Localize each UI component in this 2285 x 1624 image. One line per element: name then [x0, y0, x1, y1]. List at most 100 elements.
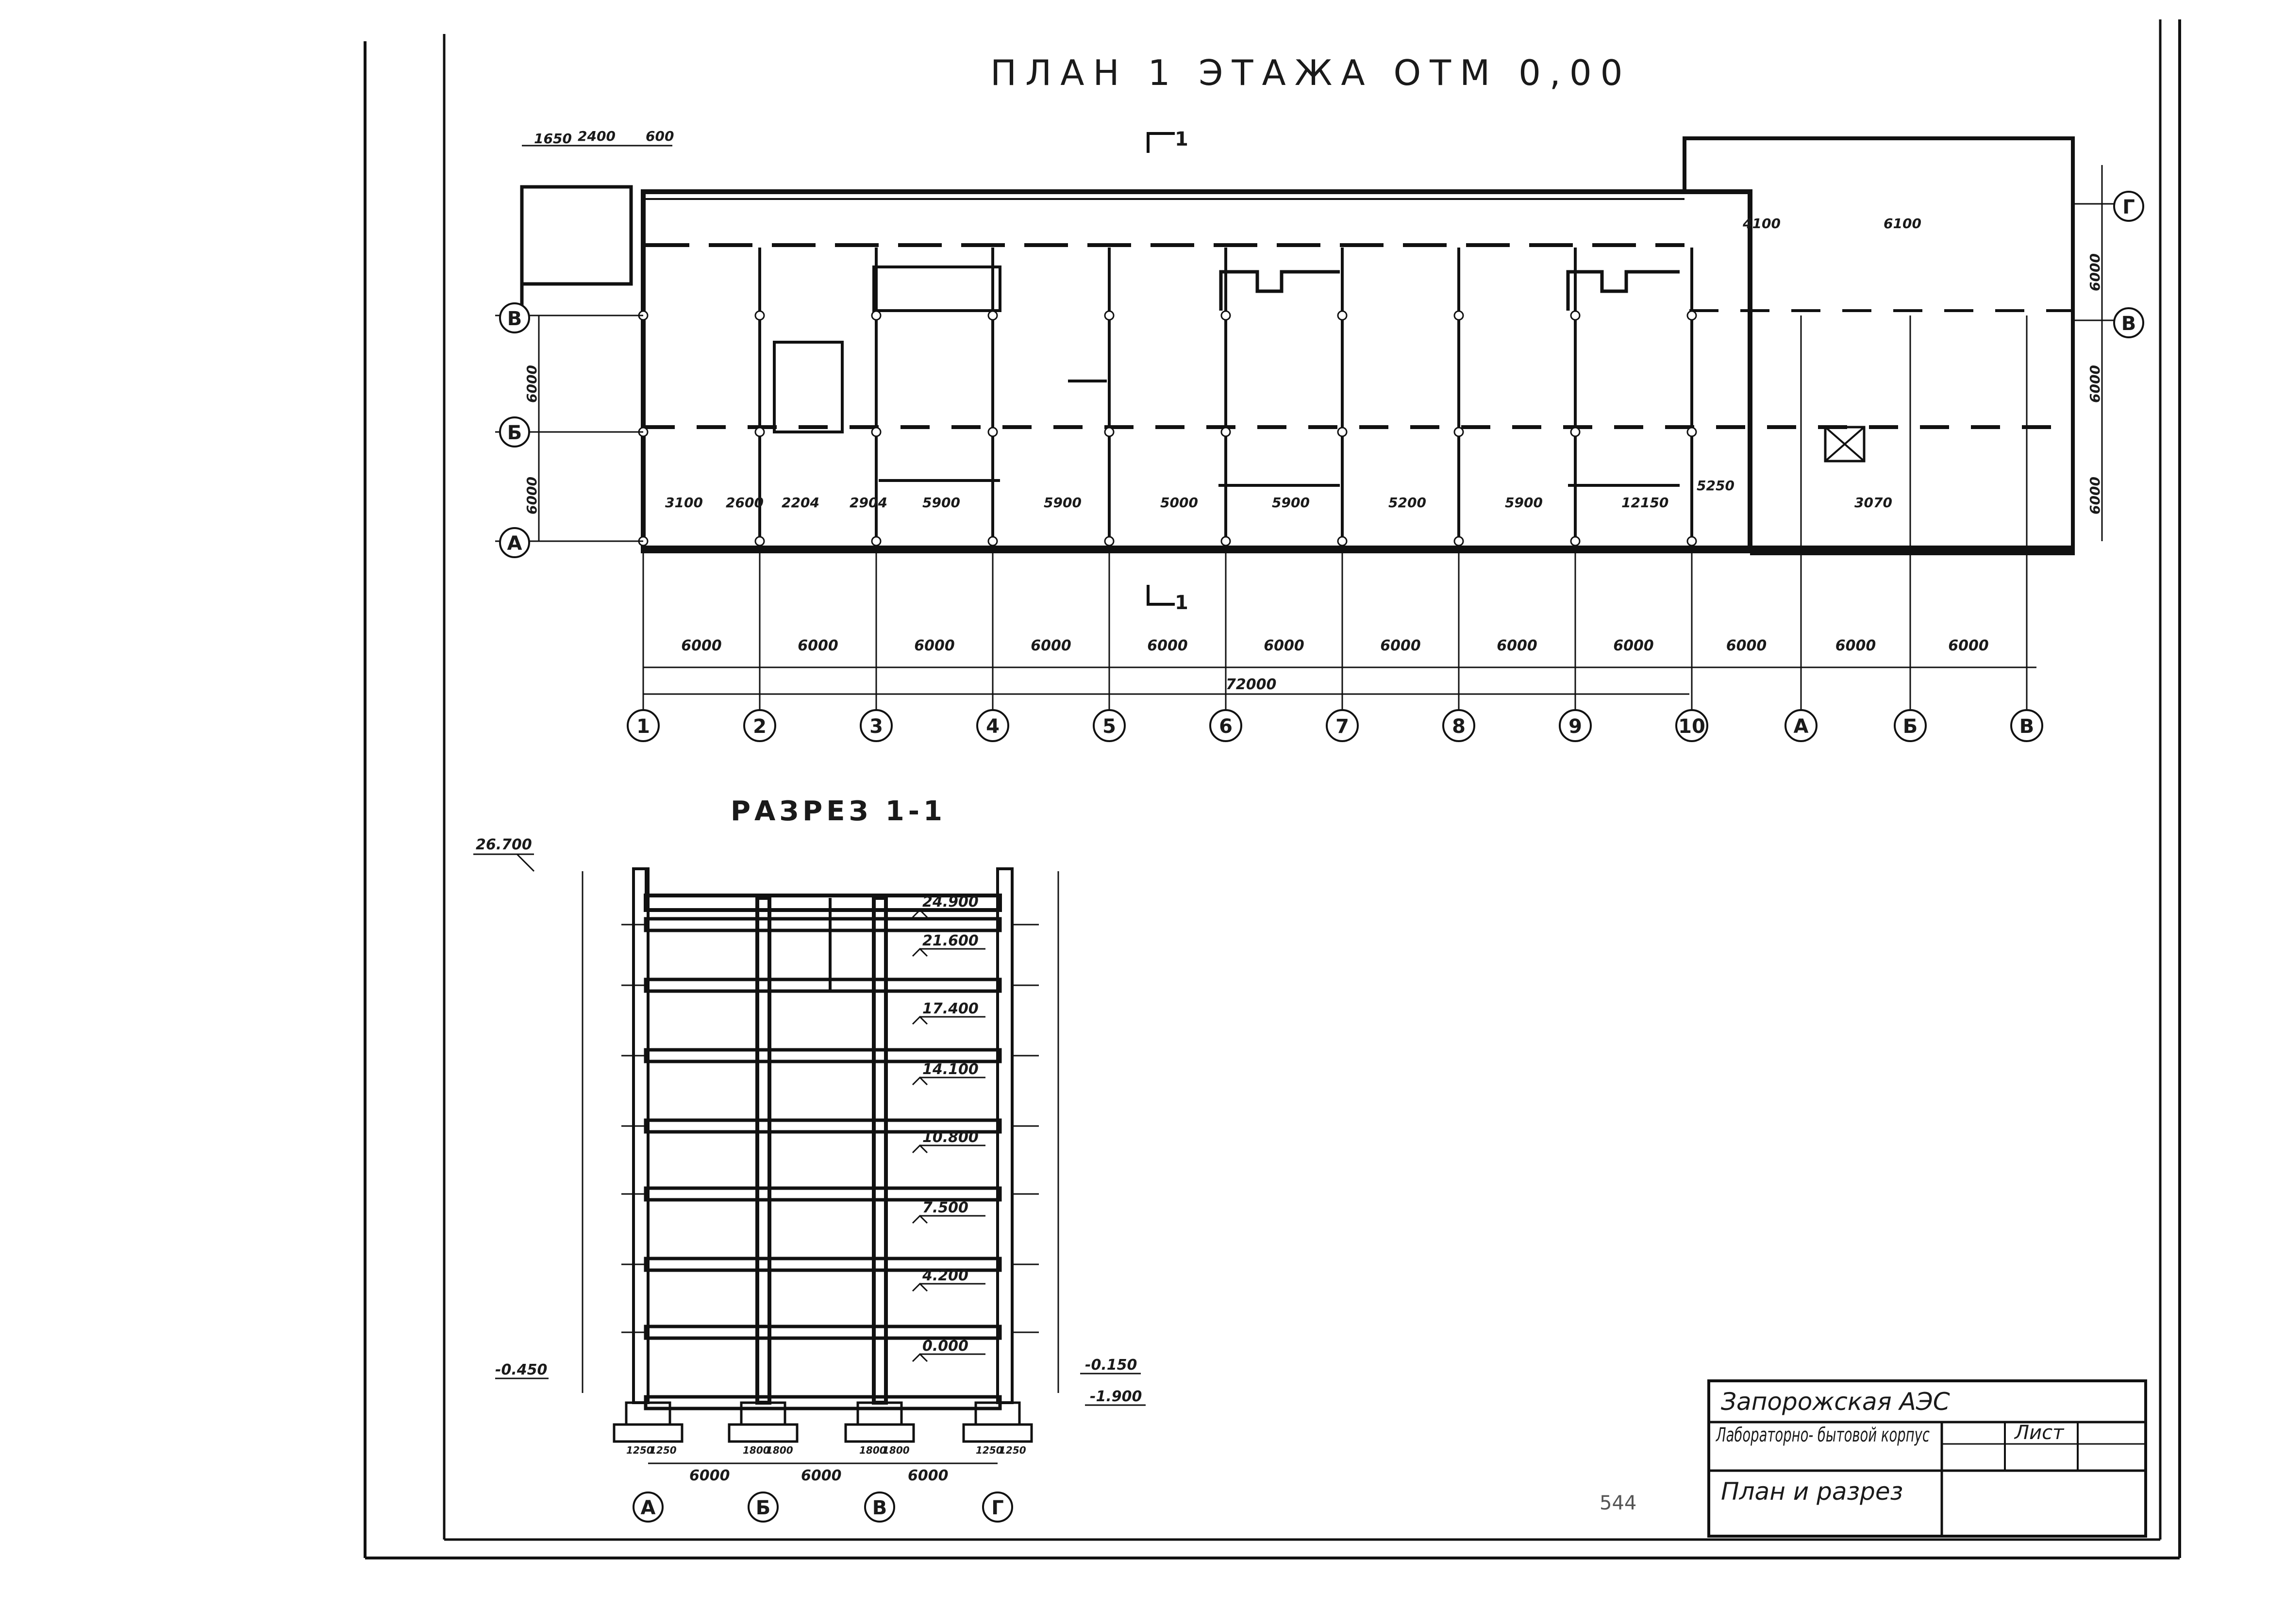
level-label-4: 14.100: [922, 1061, 979, 1078]
span-label-4: 6000: [1031, 637, 1071, 654]
foundation-dim-8: 1250: [999, 1444, 1026, 1456]
column-node: [1104, 310, 1115, 321]
row-axis-v-right: В: [2121, 313, 2136, 335]
column-node: [987, 427, 998, 437]
column-node: [1337, 427, 1348, 437]
span-label-5: 6000: [1147, 637, 1188, 654]
column-node: [754, 536, 765, 547]
axis-bubble-9: [1559, 709, 1592, 742]
axis-label-2: 2: [753, 715, 767, 738]
section-cut-mark: 1 1: [1147, 128, 1188, 614]
section-span-3: 6000: [908, 1467, 949, 1484]
title-block-building: Лабораторно- бытовой корпус: [1716, 1424, 1930, 1446]
section-elevations: 26.700 -0.450 -0.150 -1.900: [473, 836, 1146, 1406]
column-node: [1104, 427, 1115, 437]
column-node: [871, 310, 882, 321]
row-axis-a-left: А: [507, 532, 522, 555]
top-dim-3: 600: [646, 128, 674, 144]
room-dim-14: 4100: [1742, 215, 1781, 232]
axis-bubble-7: [1326, 709, 1359, 742]
foundation-dim-7: 1250: [976, 1444, 1003, 1456]
span-label-9: 6000: [1613, 637, 1654, 654]
level-arrow-5: [912, 1144, 928, 1154]
axis-label-13: В: [2019, 715, 2035, 738]
section-span-1: 6000: [689, 1467, 730, 1484]
level-label-1: 24.900: [922, 894, 979, 911]
plan-total-length: 72000: [1226, 676, 1276, 693]
span-label-10: 6000: [1726, 637, 1767, 654]
plan-top-dims: 1650 2400 600: [522, 128, 674, 147]
column-node: [871, 536, 882, 547]
room-dim-2: 2600: [726, 495, 764, 511]
row-axis-g-right: Г: [2122, 196, 2135, 218]
right-height-1: 6000: [2087, 253, 2103, 291]
column-node: [987, 536, 998, 547]
room-dim-5: 5900: [922, 495, 960, 511]
foundation-pad-4: [962, 1423, 1033, 1443]
foundation-pad-3: [844, 1423, 915, 1443]
axis-label-11: А: [1794, 715, 1809, 738]
plan-dimension-chain: 72000: [643, 666, 2036, 695]
floor-slab-2: [644, 978, 1002, 993]
floor-slab-5: [644, 1186, 1002, 1202]
floor-slab-3: [644, 1048, 1002, 1063]
column-node: [1570, 536, 1581, 547]
title-block-sheet-label: Лист: [2014, 1422, 2065, 1444]
section-axis-b: Б: [756, 1497, 771, 1519]
axis-bubble-13: [2010, 709, 2043, 742]
span-label-7: 6000: [1380, 637, 1421, 654]
top-dim-1: 1650: [534, 131, 572, 147]
column-node: [754, 310, 765, 321]
span-label-6: 6000: [1264, 637, 1304, 654]
axis-label-3: 3: [869, 715, 883, 738]
axis-label-10: 10: [1678, 715, 1705, 738]
axis-bubble-5: [1093, 709, 1126, 742]
left-height-2: 6000: [524, 477, 540, 514]
page-number: 544: [1600, 1492, 1636, 1514]
room-dim-4: 2904: [850, 495, 887, 511]
foundation-cap-4: [974, 1401, 1021, 1426]
foundation-pad-2: [728, 1423, 799, 1443]
top-dim-2: 2400: [578, 128, 616, 144]
level-arrow-8: [912, 1353, 928, 1362]
plan-row-axes: В Б А 6000 6000 Г В 6000 6000 6000: [495, 165, 2144, 558]
floor-slab-7: [644, 1325, 1002, 1340]
column-node: [1453, 310, 1464, 321]
foundation-dim-2: 1250: [650, 1444, 677, 1456]
column-node: [1686, 310, 1697, 321]
column-node: [1686, 536, 1697, 547]
room-dim-3: 2204: [782, 495, 819, 511]
foundation-dim-5: 1800: [859, 1444, 886, 1456]
room-dim-11: 12150: [1621, 495, 1668, 511]
floor-slab-1: [644, 917, 1002, 932]
section-title: РАЗРЕЗ 1-1: [731, 795, 946, 827]
right-height-3: 6000: [2087, 477, 2103, 514]
section-right-elev-2: -1.900: [1090, 1388, 1142, 1405]
foundation-pad-1: [613, 1423, 684, 1443]
level-arrow-3: [912, 1015, 928, 1025]
axis-bubble-11: [1785, 709, 1818, 742]
column-node: [1453, 427, 1464, 437]
sheet-frame: [364, 19, 2181, 1559]
foundation-dim-6: 1800: [883, 1444, 910, 1456]
axis-label-9: 9: [1568, 715, 1582, 738]
section-axis-a: А: [641, 1497, 656, 1519]
span-label-11: 6000: [1835, 637, 1876, 654]
axis-label-1: 1: [636, 715, 650, 738]
axis-label-5: 5: [1102, 715, 1116, 738]
section-top-elev: 26.700: [476, 836, 532, 853]
section-mark-top: 1: [1175, 128, 1188, 150]
axis-label-4: 4: [986, 715, 1000, 738]
title-block-sheet-title: План и разрез: [1721, 1477, 1903, 1506]
section-right-elev-1: -0.150: [1085, 1357, 1137, 1374]
foundation-dim-1: 1250: [626, 1444, 653, 1456]
floor-slab-8: [644, 1395, 1002, 1410]
row-axis-v-left: В: [507, 308, 522, 330]
foundation-dim-4: 1800: [766, 1444, 793, 1456]
level-label-7: 4.200: [922, 1267, 968, 1284]
axis-bubble-4: [976, 709, 1009, 742]
